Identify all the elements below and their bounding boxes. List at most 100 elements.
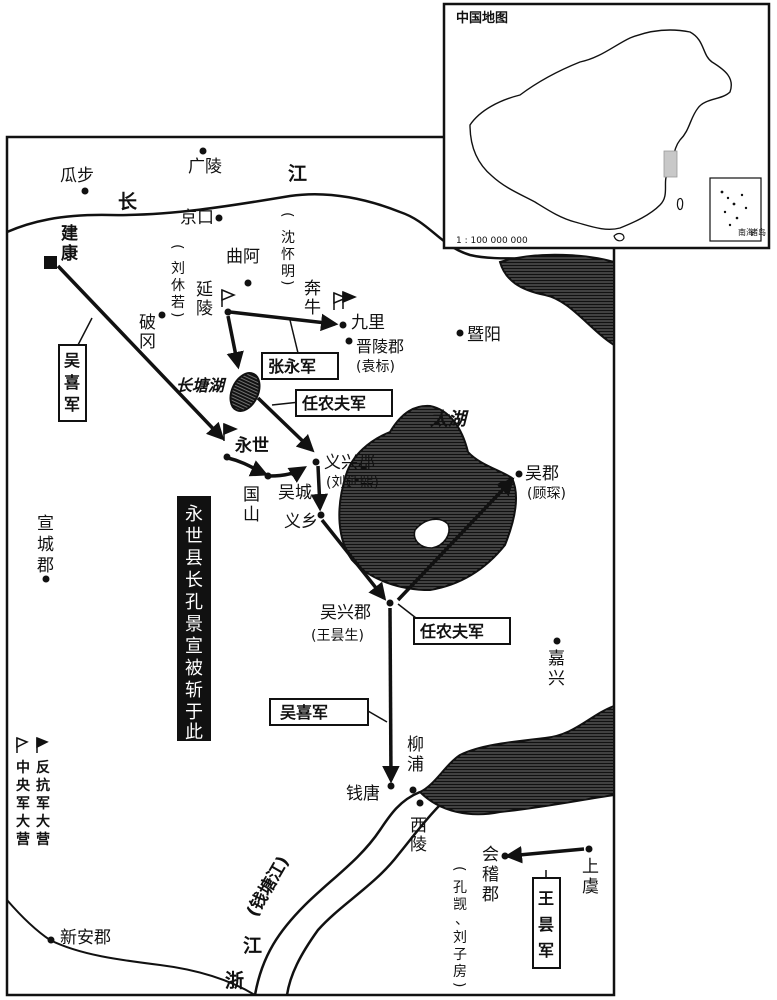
place-jiyang: 暨阳 xyxy=(467,325,501,345)
qiantang-river-north xyxy=(253,790,421,996)
dot-jiyang xyxy=(456,329,464,337)
svg-text:若: 若 xyxy=(171,295,185,311)
person-wang-tansheng: (王昙生) xyxy=(311,628,364,644)
place-liupu-1: 柳 xyxy=(407,735,424,755)
army-zhangyong: 张永军 xyxy=(268,357,316,376)
place-benniu-2: 牛 xyxy=(304,298,321,318)
place-wucheng: 吴城 xyxy=(278,483,312,503)
dot-jingkou xyxy=(215,214,223,222)
svg-text:明: 明 xyxy=(281,264,295,280)
study-area-marker xyxy=(663,150,678,178)
route-yongshi-guoshan xyxy=(227,456,269,477)
event-text: 永 世 县 长 孔 景 宣 被 斩 于 此 xyxy=(185,504,203,743)
hainan-island xyxy=(613,232,625,242)
svg-text:世: 世 xyxy=(185,526,203,547)
dot-wucheng xyxy=(290,469,298,477)
place-jiaxing-1: 嘉 xyxy=(548,649,565,669)
south-sea-label-2: 诸岛 xyxy=(750,227,766,237)
svg-text:刘: 刘 xyxy=(453,930,467,946)
svg-text:子: 子 xyxy=(453,947,467,963)
place-liupu-2: 浦 xyxy=(407,755,424,775)
camp-flags xyxy=(16,288,357,753)
dot-wujun xyxy=(515,470,523,478)
place-guoshan-1: 国 xyxy=(243,485,260,505)
box-rennongfu-1 xyxy=(295,389,393,417)
place-qiantang: 钱唐 xyxy=(346,783,380,804)
dot-liupu xyxy=(409,786,417,794)
place-xinan: 新安郡 xyxy=(60,928,111,948)
route-yixing-yixiang xyxy=(310,465,329,512)
legend: 反 抗 军 大 营 中 央 军 大 营 xyxy=(16,759,50,848)
place-yongshi: 永世 xyxy=(234,435,269,456)
place-yixing: 义兴郡 xyxy=(324,453,375,473)
dot-wuxing xyxy=(386,599,394,607)
army-rennongfu-1: 任农夫军 xyxy=(301,394,366,413)
svg-text:长: 长 xyxy=(185,570,203,591)
inset-title: 中国地图 xyxy=(456,10,508,26)
svg-text:景: 景 xyxy=(185,614,203,635)
svg-text:): ) xyxy=(451,982,467,987)
flag-central-benniu xyxy=(333,291,348,310)
inset-scale: 1 : 100 000 000 xyxy=(456,236,528,246)
person-shen-huaiming: ( 沈 怀 明 ) xyxy=(279,212,295,285)
svg-text:觊: 觊 xyxy=(453,897,467,913)
svg-text:(: ( xyxy=(451,866,467,871)
dot-guangling xyxy=(199,147,207,155)
place-guabu: 瓜步 xyxy=(60,166,94,186)
river-label-chang: 长 xyxy=(118,191,138,213)
place-kuaiji-2: 稽 xyxy=(482,865,499,885)
taihu-island xyxy=(413,518,450,549)
dot-guabu xyxy=(81,187,89,195)
route-wuxi-jiankang-yongshi xyxy=(56,264,225,441)
place-xuancheng-3: 郡 xyxy=(37,556,54,576)
place-jiaxing-2: 兴 xyxy=(548,669,565,689)
svg-text:沈: 沈 xyxy=(281,230,295,246)
army-wuxi-1-a: 吴 xyxy=(64,351,80,370)
svg-text:县: 县 xyxy=(185,548,203,569)
svg-text:此: 此 xyxy=(185,722,203,743)
legend-central-4: 大 xyxy=(16,813,30,830)
svg-text:休: 休 xyxy=(171,278,185,294)
place-yixiang: 义乡 xyxy=(284,512,318,532)
place-shangyu-2: 虞 xyxy=(582,877,599,897)
army-wuxi-1-b: 喜 xyxy=(64,373,80,392)
place-xuancheng-2: 城 xyxy=(37,535,54,555)
dot-xiling xyxy=(416,799,424,807)
dot-yongshi xyxy=(223,453,231,461)
yangtze-river-line xyxy=(6,192,615,267)
place-jinling: 晋陵郡 xyxy=(356,337,404,356)
box-wuxi-2 xyxy=(269,698,369,726)
place-yanling-2: 陵 xyxy=(196,299,213,319)
place-kuaiji-1: 会 xyxy=(482,845,499,865)
svg-text:刘: 刘 xyxy=(171,261,185,277)
xinan-river xyxy=(6,899,256,996)
inset-china-map xyxy=(442,2,771,250)
svg-text:): ) xyxy=(279,280,295,285)
svg-text:孔: 孔 xyxy=(185,592,203,613)
svg-text:): ) xyxy=(169,312,185,317)
south-sea-label-1: 南海 xyxy=(738,227,754,237)
legend-rebel-1: 反 xyxy=(36,759,50,776)
dot-jiuli xyxy=(339,321,347,329)
label-leaders xyxy=(77,317,547,878)
china-outline xyxy=(469,29,732,231)
svg-text:被: 被 xyxy=(185,658,203,679)
person-yuan-biao: (袁标) xyxy=(356,359,395,375)
city-dots xyxy=(42,147,593,944)
hangzhou-bay xyxy=(418,704,615,816)
svg-text:、: 、 xyxy=(455,912,469,928)
place-kuaiji-3: 郡 xyxy=(482,885,499,905)
box-zhangyong xyxy=(261,352,339,380)
svg-text:斩: 斩 xyxy=(185,680,203,701)
box-wangtan xyxy=(532,877,561,969)
place-wuxing: 吴兴郡 xyxy=(320,603,371,623)
legend-flag-central xyxy=(16,736,29,753)
route-wangtan-shangyu-kuaiji xyxy=(504,846,585,864)
army-wangtan-b: 昙 xyxy=(538,915,554,934)
yangtze-estuary xyxy=(498,253,615,347)
svg-text:孔: 孔 xyxy=(453,880,467,896)
box-event xyxy=(177,496,211,741)
place-jingkou: 京口 xyxy=(180,208,214,228)
place-xuancheng-1: 宣 xyxy=(37,514,54,534)
svg-text:(: ( xyxy=(279,212,295,217)
